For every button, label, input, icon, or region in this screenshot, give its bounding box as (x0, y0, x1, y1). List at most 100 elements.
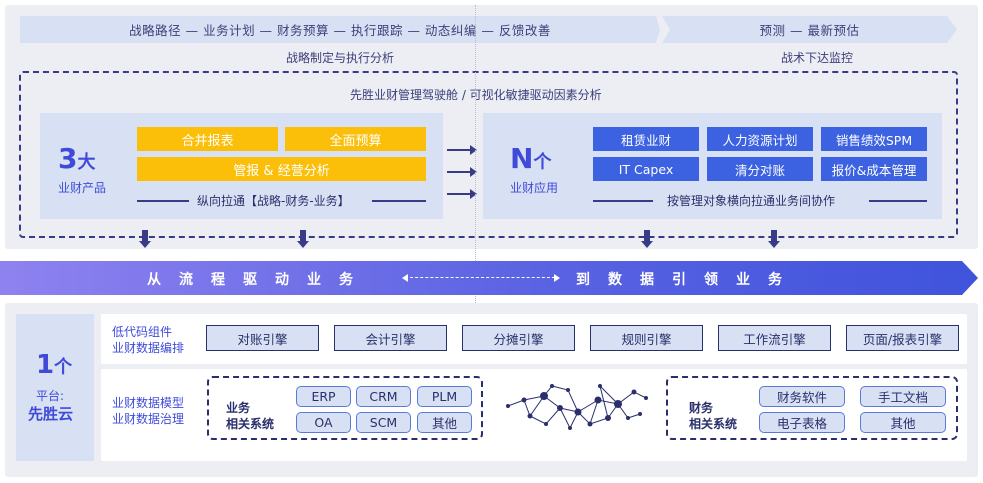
it-capex-button[interactable]: IT Capex (593, 157, 699, 181)
reconcile-engine-label: 对账引擎 (237, 331, 288, 347)
platform-name: 先胜云 (28, 405, 74, 423)
arrow-down-icon (139, 230, 151, 248)
quote-cost-button[interactable]: 报价&成本管理 (821, 157, 927, 181)
other-business-system[interactable]: 其他 (417, 412, 472, 433)
apps-count-unit: 个 (533, 152, 552, 173)
low-code-label-line1: 低代码组件 (112, 325, 173, 339)
strategy-path-ribbon: 战略路径 — 业务计划 — 财务预算 — 执行跟踪 — 动态纠编 — 反馈改善 (20, 16, 660, 43)
low-code-label: 低代码组件 业财数据编排 (112, 324, 184, 356)
data-model-label-line1: 业财数据模型 (112, 396, 185, 410)
allocation-engine[interactable]: 分摊引擎 (462, 325, 575, 351)
cockpit-frame (19, 71, 958, 238)
crm-system-label: CRM (369, 389, 398, 404)
arrow-right-icon (447, 145, 477, 155)
accounting-engine-label: 会计引擎 (365, 331, 416, 347)
leasing-app-button[interactable]: 租赁业财 (593, 127, 699, 151)
erp-system[interactable]: ERP (296, 386, 351, 407)
clearing-reconcile-label: 清分对账 (734, 162, 785, 178)
erp-system-label: ERP (311, 389, 336, 404)
management-report-label: 管报 & 经营分析 (233, 163, 330, 179)
strategy-path-text: 战略路径 — 业务计划 — 财务预算 — 执行跟踪 — 动态纠编 — 反馈改善 (129, 23, 551, 38)
divider (869, 200, 927, 202)
scm-system-label: SCM (369, 415, 398, 430)
manual-docs-system[interactable]: 手工文档 (860, 386, 946, 407)
plm-system-label: PLM (431, 389, 458, 404)
other-finance-label: 其他 (890, 416, 916, 431)
clearing-reconcile-button[interactable]: 清分对账 (707, 157, 813, 181)
flow-connector (405, 277, 555, 278)
accounting-engine[interactable]: 会计引擎 (334, 325, 447, 351)
divider (137, 200, 189, 202)
data-model-label: 业财数据模型 业财数据治理 (112, 395, 184, 427)
business-systems-title-line1: 业务 (226, 401, 251, 415)
arrow-right-icon (447, 167, 477, 177)
workflow-engine-label: 工作流引擎 (743, 331, 806, 347)
products-count: 3大 (58, 142, 95, 175)
network-graph-icon (506, 384, 648, 430)
center-guide (475, 5, 476, 477)
sales-spm-button[interactable]: 销售绩效SPM (821, 127, 927, 151)
platform-label: 平台: (36, 389, 65, 403)
page-report-engine[interactable]: 页面/报表引擎 (846, 325, 959, 351)
flow-banner (0, 261, 978, 295)
forecast-text: 预测 — 最新预估 (759, 23, 860, 38)
other-finance-system[interactable]: 其他 (860, 412, 946, 433)
business-systems-title: 业务 相关系统 (226, 400, 274, 432)
manual-docs-label: 手工文档 (877, 390, 928, 405)
divider (372, 200, 426, 202)
page-report-engine-label: 页面/报表引擎 (862, 331, 943, 347)
business-systems-group (207, 376, 483, 440)
crm-system[interactable]: CRM (356, 386, 411, 407)
products-count-number: 3 (58, 142, 78, 175)
reconcile-engine[interactable]: 对账引擎 (206, 325, 319, 351)
plm-system[interactable]: PLM (417, 386, 472, 407)
rules-engine[interactable]: 规则引擎 (590, 325, 703, 351)
platform-count-number: 1 (36, 350, 55, 380)
apps-count: N个 (510, 142, 551, 175)
scm-system[interactable]: SCM (356, 412, 411, 433)
platform-count-unit: 个 (54, 357, 73, 378)
rules-engine-label: 规则引擎 (621, 331, 672, 347)
finance-systems-title-line2: 相关系统 (689, 417, 738, 431)
hr-planning-label: 人力资源计划 (722, 132, 798, 148)
oa-system-label: OA (314, 415, 333, 430)
arrow-right-icon (554, 274, 560, 282)
allocation-engine-label: 分摊引擎 (493, 331, 544, 347)
workflow-engine[interactable]: 工作流引擎 (718, 325, 831, 351)
oa-system[interactable]: OA (296, 412, 351, 433)
full-budget-label: 全面预算 (329, 133, 382, 149)
data-model-label-line2: 业财数据治理 (112, 412, 185, 426)
finance-software-system[interactable]: 财务软件 (759, 386, 845, 407)
divider (593, 200, 653, 202)
apps-footer: 按管理对象横向拉通业务间协作 (667, 194, 836, 208)
business-systems-title-line2: 相关系统 (226, 417, 275, 431)
flow-left-text: 从流程驱动业务 (147, 272, 371, 288)
forecast-ribbon: 预测 — 最新预估 (662, 16, 957, 43)
consolidated-report-button[interactable]: 合并报表 (137, 127, 278, 151)
products-count-unit: 大 (77, 152, 96, 173)
arrow-down-icon (768, 230, 780, 248)
strategy-analysis-label: 战略制定与执行分析 (286, 51, 395, 65)
arrow-down-icon (641, 230, 653, 248)
apps-caption: 业财应用 (510, 181, 559, 195)
tactics-monitor-label: 战术下达监控 (781, 51, 854, 65)
apps-count-number: N (510, 142, 534, 175)
finance-systems-title-line1: 财务 (689, 401, 714, 415)
products-caption: 业财产品 (58, 181, 107, 195)
other-business-system-label: 其他 (431, 416, 457, 431)
hr-planning-button[interactable]: 人力资源计划 (707, 127, 813, 151)
products-footer: 纵向拉通【战略-财务-业务】 (197, 194, 350, 208)
quote-cost-label: 报价&成本管理 (831, 162, 917, 178)
platform-card (16, 314, 94, 461)
sales-spm-label: 销售绩效SPM (835, 132, 913, 148)
full-budget-button[interactable]: 全面预算 (285, 127, 426, 151)
flow-right-text: 到数据引领业务 (576, 272, 800, 288)
arrow-down-icon (297, 230, 309, 248)
leasing-app-label: 租赁业财 (620, 132, 671, 148)
management-report-button[interactable]: 管报 & 经营分析 (137, 157, 426, 181)
finance-systems-title: 财务 相关系统 (689, 400, 737, 432)
spreadsheet-system[interactable]: 电子表格 (759, 412, 845, 433)
consolidated-report-label: 合并报表 (181, 133, 234, 149)
arrow-right-icon (447, 189, 477, 199)
it-capex-label: IT Capex (618, 161, 674, 177)
